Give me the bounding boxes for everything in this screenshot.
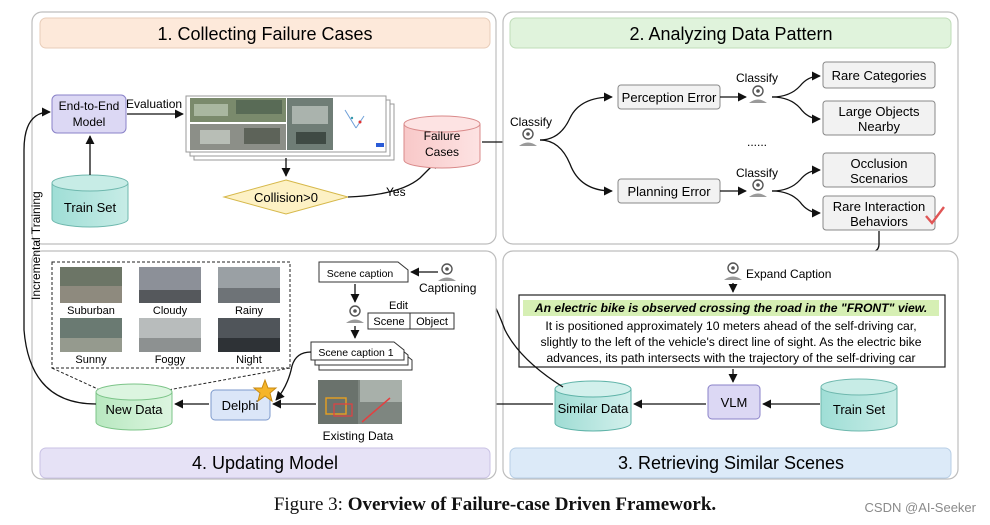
panel-4-title: 4. Updating Model xyxy=(192,453,338,473)
figure-caption: Figure 3: Overview of Failure-case Drive… xyxy=(0,494,990,516)
caption-line-2: slightly to the left of the vehicle's di… xyxy=(540,335,921,349)
object-tag xyxy=(409,312,455,330)
captioning-label: Captioning xyxy=(419,281,476,295)
model-label-2: Model xyxy=(73,115,106,129)
new-data-label: New Data xyxy=(105,402,163,417)
expand-caption-icon xyxy=(724,262,742,280)
train-set-label-2: Train Set xyxy=(833,402,886,417)
train-set-label-1: Train Set xyxy=(64,200,117,215)
panel-2-header xyxy=(509,17,952,49)
panel-analyzing-data-pattern: 2. Analyzing Data Pattern Classify Perce… xyxy=(502,11,959,245)
occlusion-label-2: Scenarios xyxy=(850,171,908,186)
rare-categories-box xyxy=(822,61,936,89)
edit-label: Edit xyxy=(389,300,408,312)
perception-label: Perception Error xyxy=(622,90,717,105)
existing-data-image xyxy=(318,380,402,424)
new-data-cylinder: New Data xyxy=(95,383,173,431)
caption-line-1: It is positioned approximately 10 meters… xyxy=(545,319,916,333)
collision-diamond xyxy=(222,179,350,215)
classify-icon-2 xyxy=(749,85,767,103)
weather-suburban: Suburban xyxy=(67,305,115,317)
incremental-training-arrow xyxy=(23,107,97,405)
caption-bold-line: An electric bike is observed crossing th… xyxy=(534,301,927,315)
scene-tag-label: Scene xyxy=(373,316,404,328)
panel-retrieving-similar-scenes: 3. Retrieving Similar Scenes Expand Capt… xyxy=(502,250,959,480)
panel-1-title: 1. Collecting Failure Cases xyxy=(157,24,372,44)
star-icon xyxy=(252,378,278,403)
large-objects-box xyxy=(822,100,936,136)
evaluation-label: Evaluation xyxy=(126,97,182,111)
object-tag-label: Object xyxy=(416,316,448,328)
caption-prefix: Figure 3: xyxy=(273,494,348,515)
model-label-1: End-to-End xyxy=(59,99,120,113)
weather-cloudy: Cloudy xyxy=(153,305,188,317)
edit-icon xyxy=(346,305,364,323)
rare-categories-label: Rare Categories xyxy=(832,68,927,83)
collision-label: Collision>0 xyxy=(254,190,318,205)
end-to-end-model-box xyxy=(51,94,127,134)
watermark: CSDN @AI-Seeker xyxy=(864,500,976,515)
expand-caption-label: Expand Caption xyxy=(746,267,831,281)
camera-images xyxy=(190,98,333,150)
scene-caption-1-label: Scene caption 1 xyxy=(318,347,393,359)
panel-3-header xyxy=(509,447,952,479)
vlm-label: VLM xyxy=(721,395,748,410)
classify-icon-1 xyxy=(519,128,537,146)
classify-label-3: Classify xyxy=(736,166,778,180)
panel-3-title: 3. Retrieving Similar Scenes xyxy=(618,453,844,473)
panel-updating-model: 4. Updating Model Suburban Cloudy Rainy … xyxy=(31,250,497,480)
caption-line-3: advances, its path intersects with the t… xyxy=(546,351,915,365)
weather-rainy: Rainy xyxy=(235,305,264,317)
rare-interaction-box xyxy=(822,195,936,231)
weather-images xyxy=(60,267,280,352)
similar-data-cylinder: Similar Data xyxy=(554,380,632,432)
occlusion-label-1: Occlusion xyxy=(850,156,907,171)
train-set-cylinder-1: Train Set xyxy=(51,174,129,228)
panel-2-title: 2. Analyzing Data Pattern xyxy=(629,24,832,44)
failure-label-2: Cases xyxy=(425,145,459,159)
panel-4-header xyxy=(39,447,491,479)
dots-label: ...... xyxy=(747,135,767,149)
weather-night: Night xyxy=(236,354,262,366)
scene-caption-1-doc xyxy=(310,341,405,361)
incremental-training-label: Incremental Training xyxy=(29,191,43,300)
failure-cases-cylinder: Failure Cases xyxy=(403,115,481,169)
caption-title: Overview of Failure-case Driven Framewor… xyxy=(347,494,717,515)
weather-grid-frame xyxy=(51,261,291,369)
delphi-label: Delphi xyxy=(222,398,259,413)
weather-sunny: Sunny xyxy=(75,354,107,366)
train-set-cylinder-2: Train Set xyxy=(820,378,898,432)
yes-label: Yes xyxy=(386,185,406,199)
occlusion-box xyxy=(822,152,936,188)
evaluation-frames xyxy=(185,95,395,161)
failure-label-1: Failure xyxy=(424,129,461,143)
classify-label-1: Classify xyxy=(510,115,552,129)
rare-interaction-label-2: Behaviors xyxy=(850,214,908,229)
captioning-icon xyxy=(438,263,456,281)
planning-label: Planning Error xyxy=(627,184,711,199)
large-objects-label-2: Nearby xyxy=(858,119,900,134)
classify-icon-3 xyxy=(749,179,767,197)
check-mark-icon xyxy=(925,206,945,225)
bev-plot xyxy=(344,109,384,147)
classify-label-2: Classify xyxy=(736,71,778,85)
rare-interaction-label-1: Rare Interaction xyxy=(833,199,926,214)
delphi-box xyxy=(210,389,271,421)
existing-data-label: Existing Data xyxy=(323,429,394,443)
similar-data-label: Similar Data xyxy=(558,401,630,416)
panel-collecting-failure-cases: 1. Collecting Failure Cases End-to-End M… xyxy=(31,11,516,245)
caption-highlight xyxy=(523,300,939,316)
scene-caption-doc xyxy=(318,261,409,283)
framework-diagram: 1. Collecting Failure Cases End-to-End M… xyxy=(23,11,959,480)
vlm-box xyxy=(707,384,761,420)
weather-foggy: Foggy xyxy=(155,354,186,366)
scene-caption-label: Scene caption xyxy=(327,268,394,280)
large-objects-label-1: Large Objects xyxy=(839,104,920,119)
panel-1-header xyxy=(39,17,491,49)
